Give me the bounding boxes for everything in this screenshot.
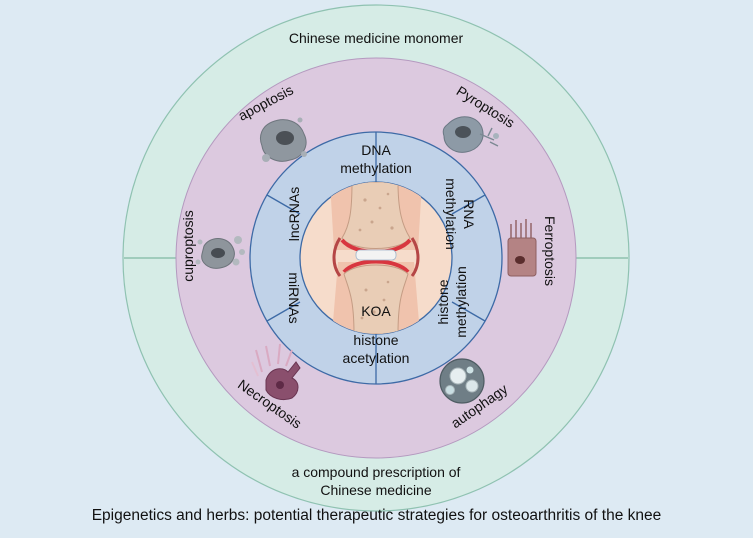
apoptosis-cell-icon — [259, 117, 307, 162]
cell-death-label-cuproptosis: cuproptosis — [180, 210, 196, 282]
cuproptosis-cell-icon — [195, 236, 245, 269]
epigenetic-dividers — [266, 132, 486, 384]
segment-histone-acetylation-line2: acetylation — [343, 350, 410, 366]
segment-dna-line1: DNA — [361, 142, 391, 158]
outer-ring-bottom-label-line1: a compound prescription of — [292, 464, 461, 480]
segment-mirnas-label: miRNAs — [286, 272, 302, 323]
outer-ring-bottom-label-line2: Chinese medicine — [320, 482, 431, 498]
segment-lncrnas-label: lncRNAs — [286, 187, 302, 241]
cell-death-label-ferroptosis: Ferroptosis — [542, 216, 558, 286]
segment-rna-line2: methylation — [443, 178, 459, 250]
pyroptosis-cell-icon — [442, 116, 499, 153]
segment-dna-line2: methylation — [340, 160, 412, 176]
figure-caption: Epigenetics and herbs: potential therape… — [91, 507, 662, 524]
ferroptosis-cell-icon — [507, 219, 537, 277]
segment-histone-methylation-line2: methylation — [453, 266, 469, 338]
necroptosis-cell-icon — [251, 343, 301, 401]
segment-histone-methylation-line1: histone — [435, 279, 451, 324]
knee-joint-icon — [330, 182, 422, 334]
autophagy-cell-icon — [439, 358, 485, 404]
center-label: KOA — [361, 303, 391, 319]
outer-ring-top-label: Chinese medicine monomer — [289, 30, 464, 46]
segment-histone-acetylation-line1: histone — [353, 332, 398, 348]
segment-rna-line1: RNA — [461, 199, 477, 229]
